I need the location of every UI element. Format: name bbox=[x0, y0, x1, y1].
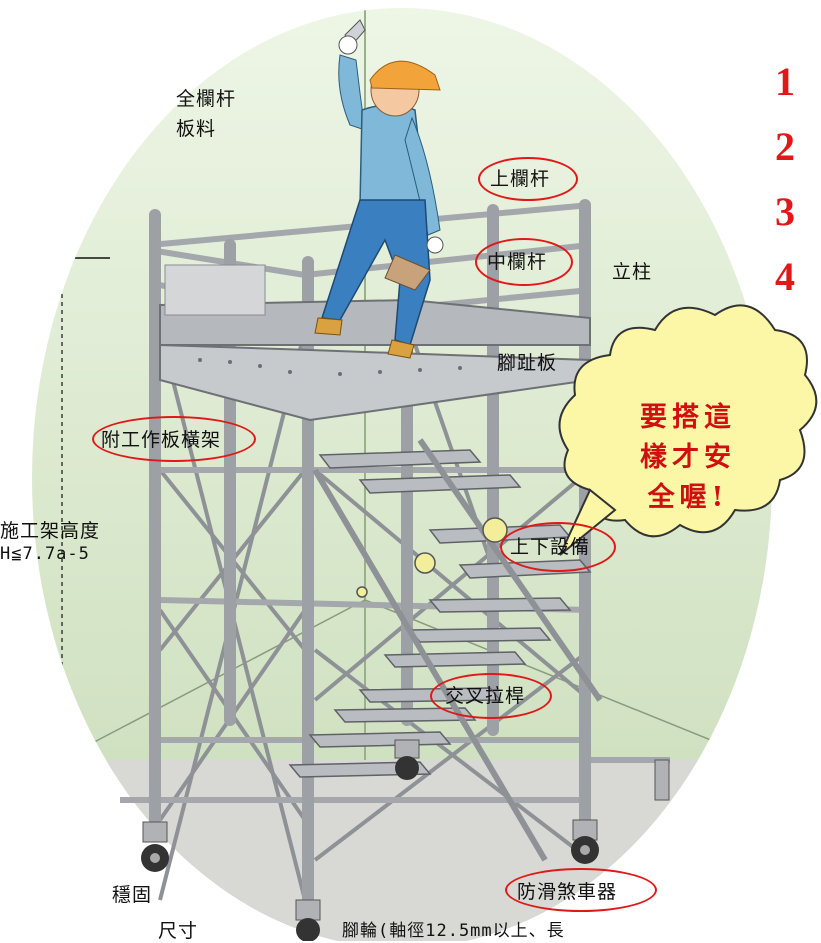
oval-board-frame bbox=[92, 416, 256, 462]
label-brake: 防滑煞車器 bbox=[517, 881, 618, 903]
label-safety-rail: 全欄杆 bbox=[176, 88, 237, 110]
cloud-line-2: 樣才安 bbox=[640, 442, 736, 473]
oval-brake bbox=[505, 868, 657, 912]
label-height-title: 施工架高度 bbox=[0, 520, 101, 542]
label-access: 上下設備 bbox=[510, 536, 591, 558]
number-2: 2 bbox=[775, 124, 795, 169]
worker-figure bbox=[314, 19, 444, 359]
cloud-text: 要搭這 樣才安 全喔! bbox=[598, 398, 778, 518]
mesh-panel bbox=[164, 264, 266, 316]
oval-access bbox=[500, 522, 616, 572]
platform-deck bbox=[159, 298, 591, 346]
label-top-rail: 上欄杆 bbox=[490, 168, 551, 190]
label-mid-rail: 中欄杆 bbox=[487, 251, 548, 273]
label-toe-board: 腳趾板 bbox=[497, 352, 558, 374]
cloud-line-3: 全喔! bbox=[647, 482, 729, 513]
label-board: 板料 bbox=[176, 118, 217, 140]
oval-mid-rail bbox=[475, 238, 573, 286]
label-board-frame: 附工作板橫架 bbox=[101, 429, 222, 451]
label-stable: 穩固 bbox=[112, 884, 153, 906]
number-4: 4 bbox=[775, 254, 795, 299]
oval-top-rail bbox=[478, 157, 578, 201]
cloud-line-1: 要搭這 bbox=[640, 402, 736, 433]
label-size: 尺寸 bbox=[158, 920, 199, 942]
platform-holes bbox=[198, 358, 542, 376]
casters bbox=[141, 739, 670, 941]
stair-rails bbox=[312, 438, 603, 862]
label-cross-brace: 交叉拉桿 bbox=[445, 685, 526, 707]
oval-cross-brace bbox=[430, 673, 552, 719]
number-3: 3 bbox=[775, 189, 795, 234]
number-1: 1 bbox=[775, 59, 795, 104]
label-height-formula: H≦7.7a-5 bbox=[0, 544, 90, 564]
label-post: 立柱 bbox=[612, 261, 653, 283]
label-caster: 腳輪(軸徑12.5mm以上、長 bbox=[342, 921, 565, 941]
